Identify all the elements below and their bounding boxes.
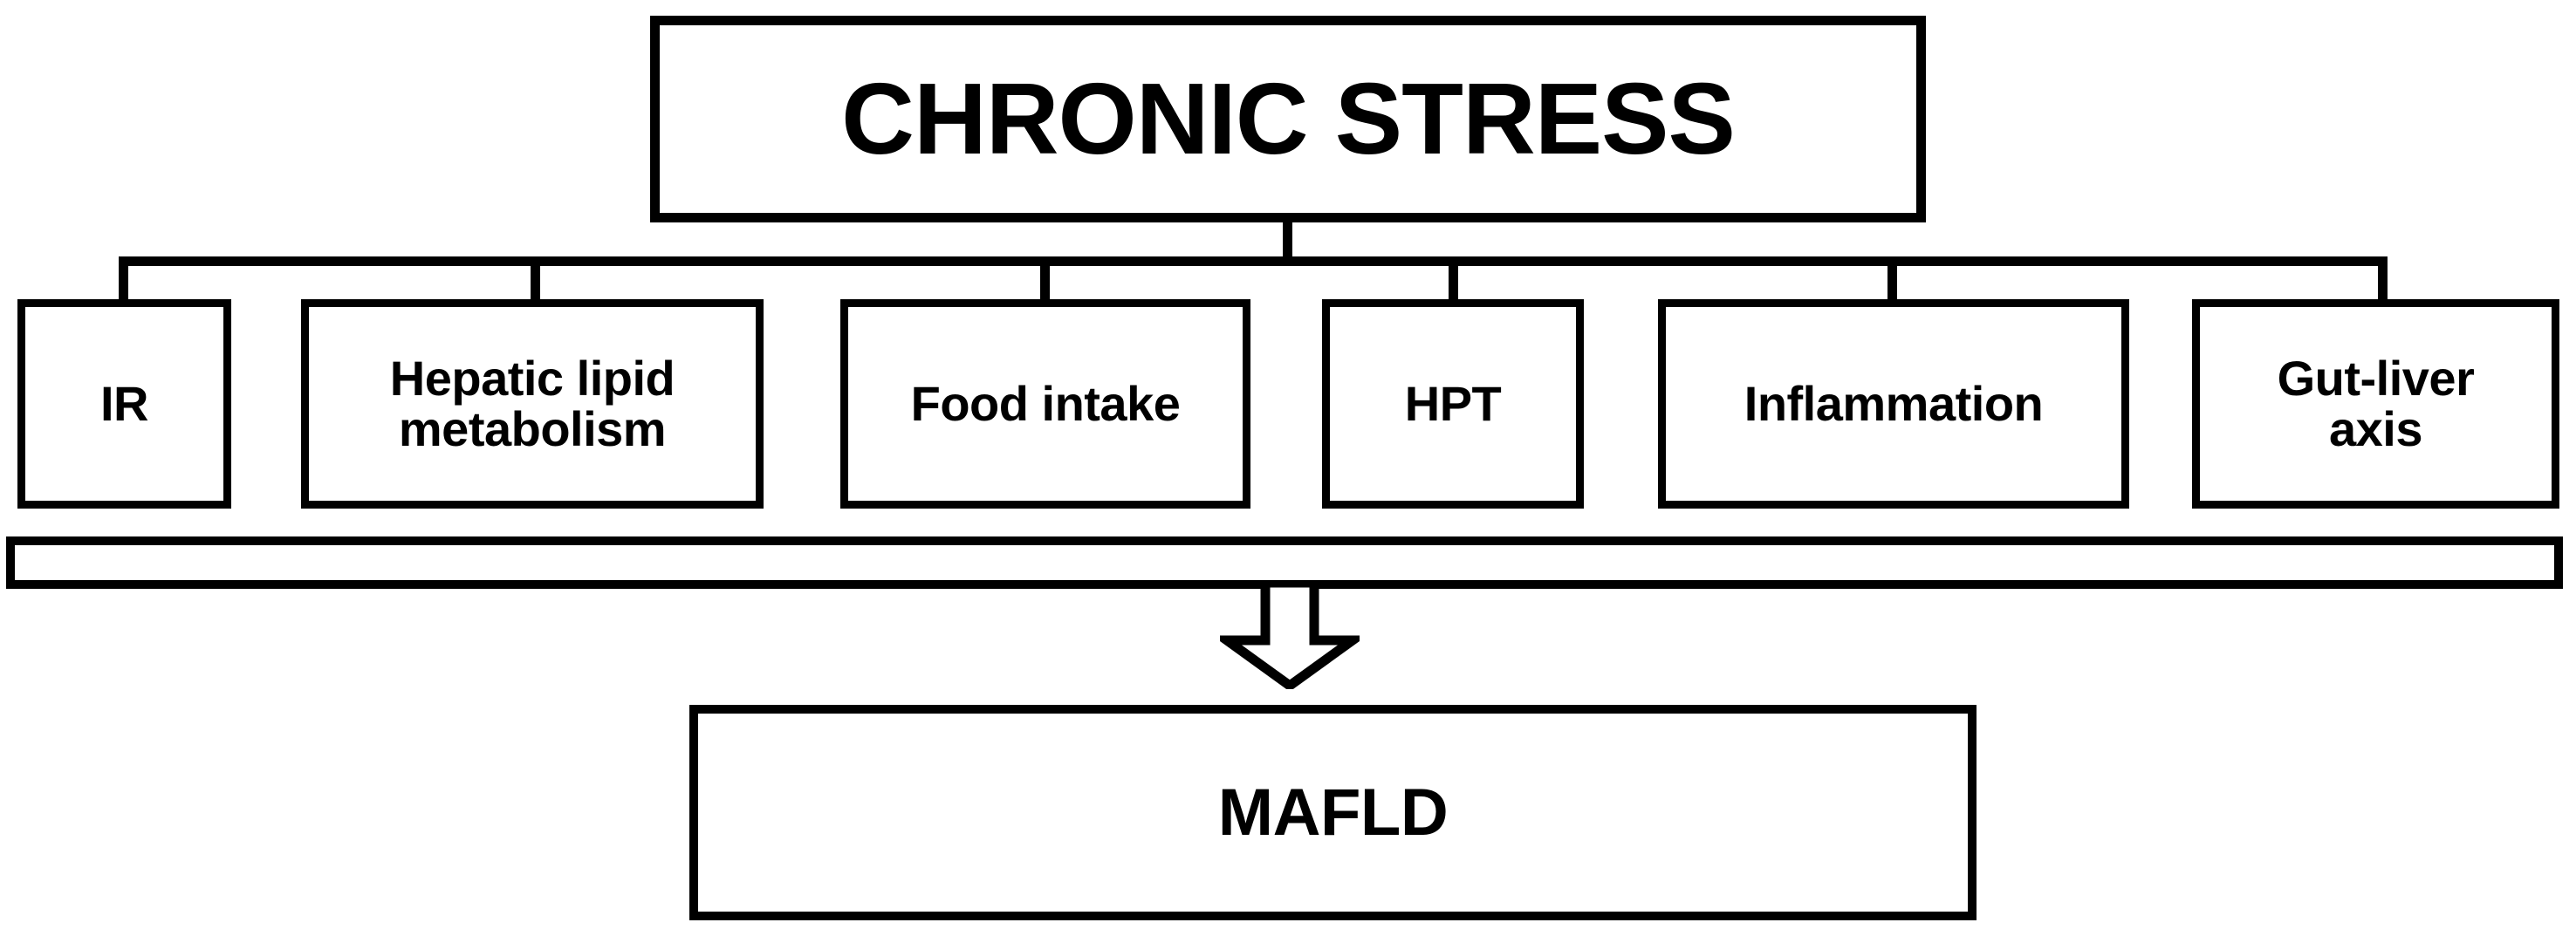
node-hepatic-label-line2: metabolism xyxy=(398,401,667,456)
connector-branch-bar xyxy=(119,256,2388,266)
connector-drop-food-intake xyxy=(1040,256,1050,304)
connector-drop-hepatic xyxy=(531,256,540,304)
node-gut-liver-label: Gut-liver axis xyxy=(2277,350,2475,456)
node-mafld: MAFLD xyxy=(689,705,1977,920)
down-block-arrow-icon xyxy=(1220,583,1360,689)
node-gut-liver-label-line2: axis xyxy=(2328,401,2423,456)
connector-drop-hpt xyxy=(1449,256,1458,304)
node-inflammation: Inflammation xyxy=(1658,299,2129,509)
node-gut-liver-axis: Gut-liver axis xyxy=(2192,299,2559,509)
node-ir: IR xyxy=(17,299,231,509)
connector-drop-gut-liver xyxy=(2378,256,2388,304)
node-hpt: HPT xyxy=(1322,299,1584,509)
node-hepatic-label-line1: Hepatic lipid xyxy=(389,350,675,406)
node-food-intake: Food intake xyxy=(840,299,1250,509)
connector-trunk-stub xyxy=(1283,222,1292,263)
connector-drop-ir xyxy=(119,256,128,304)
node-gut-liver-label-line1: Gut-liver xyxy=(2277,350,2475,406)
node-hepatic-lipid-metabolism: Hepatic lipid metabolism xyxy=(301,299,764,509)
connector-drop-inflammation xyxy=(1887,256,1897,304)
node-chronic-stress: CHRONIC STRESS xyxy=(650,16,1926,222)
node-hepatic-label: Hepatic lipid metabolism xyxy=(389,350,675,456)
convergence-bar xyxy=(6,536,2563,589)
